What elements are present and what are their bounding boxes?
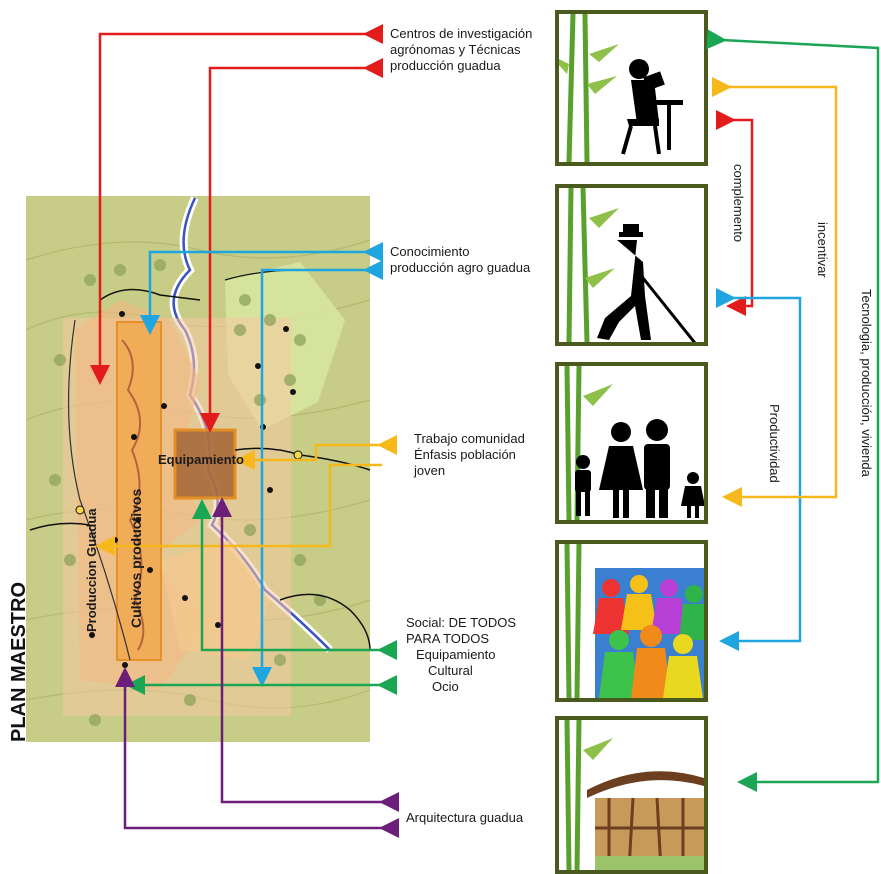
knowledge-line-2: producción agro guadua	[390, 260, 531, 275]
research-line-3: producción guadua	[390, 58, 501, 73]
community-line-1: Trabajo comunidad	[414, 431, 525, 446]
social-line-4: Cultural	[428, 663, 473, 678]
family-icon	[564, 366, 704, 520]
social-label: Social: DE TODOS PARA TODOS Equipamiento…	[406, 615, 526, 695]
incentive-label: incentivar	[815, 222, 830, 278]
architecture-label: Arquitectura guadua	[406, 810, 523, 826]
architecture-line-1: Arquitectura guadua	[406, 810, 524, 825]
research-label: Centros de investigación agrónomas y Téc…	[390, 26, 532, 74]
social-line-5: Ocio	[432, 679, 459, 694]
social-line-3: Equipamiento	[416, 647, 496, 662]
social-line-1: Social: DE TODOS	[406, 615, 517, 630]
equipment-label: Equipamiento	[158, 452, 244, 467]
knowledge-line-1: Conocimiento	[390, 244, 470, 259]
crops-label: Cultivos productivos	[128, 488, 144, 628]
productivity-label: Productividad	[767, 404, 782, 483]
bamboo-building-icon	[564, 720, 704, 870]
technology-label: Tecnologia, producción, vivienda	[859, 289, 874, 477]
research-line-1: Centros de investigación	[390, 26, 533, 41]
research-line-2: agrónomas y Técnicas	[390, 42, 521, 57]
farmer-panel	[555, 184, 708, 346]
social-line-2: PARA TODOS	[406, 631, 490, 646]
community-line-2: Énfasis población	[414, 447, 516, 462]
farmer-icon	[566, 188, 697, 342]
complement-label: complemento	[731, 164, 746, 243]
architecture-panel	[555, 716, 708, 874]
research-panel	[555, 10, 708, 166]
reading-person-icon	[559, 14, 683, 162]
crowd-icon	[564, 544, 704, 698]
community-label: Trabajo comunidad Énfasis población jove…	[414, 431, 525, 479]
community-line-3: joven	[414, 463, 446, 478]
social-panel	[555, 540, 708, 702]
community-panel	[555, 362, 708, 524]
production-label: Produccion Guadua	[84, 508, 99, 632]
plan-title: PLAN MAESTRO	[8, 582, 30, 742]
knowledge-label: Conocimiento producción agro guadua	[390, 244, 530, 276]
